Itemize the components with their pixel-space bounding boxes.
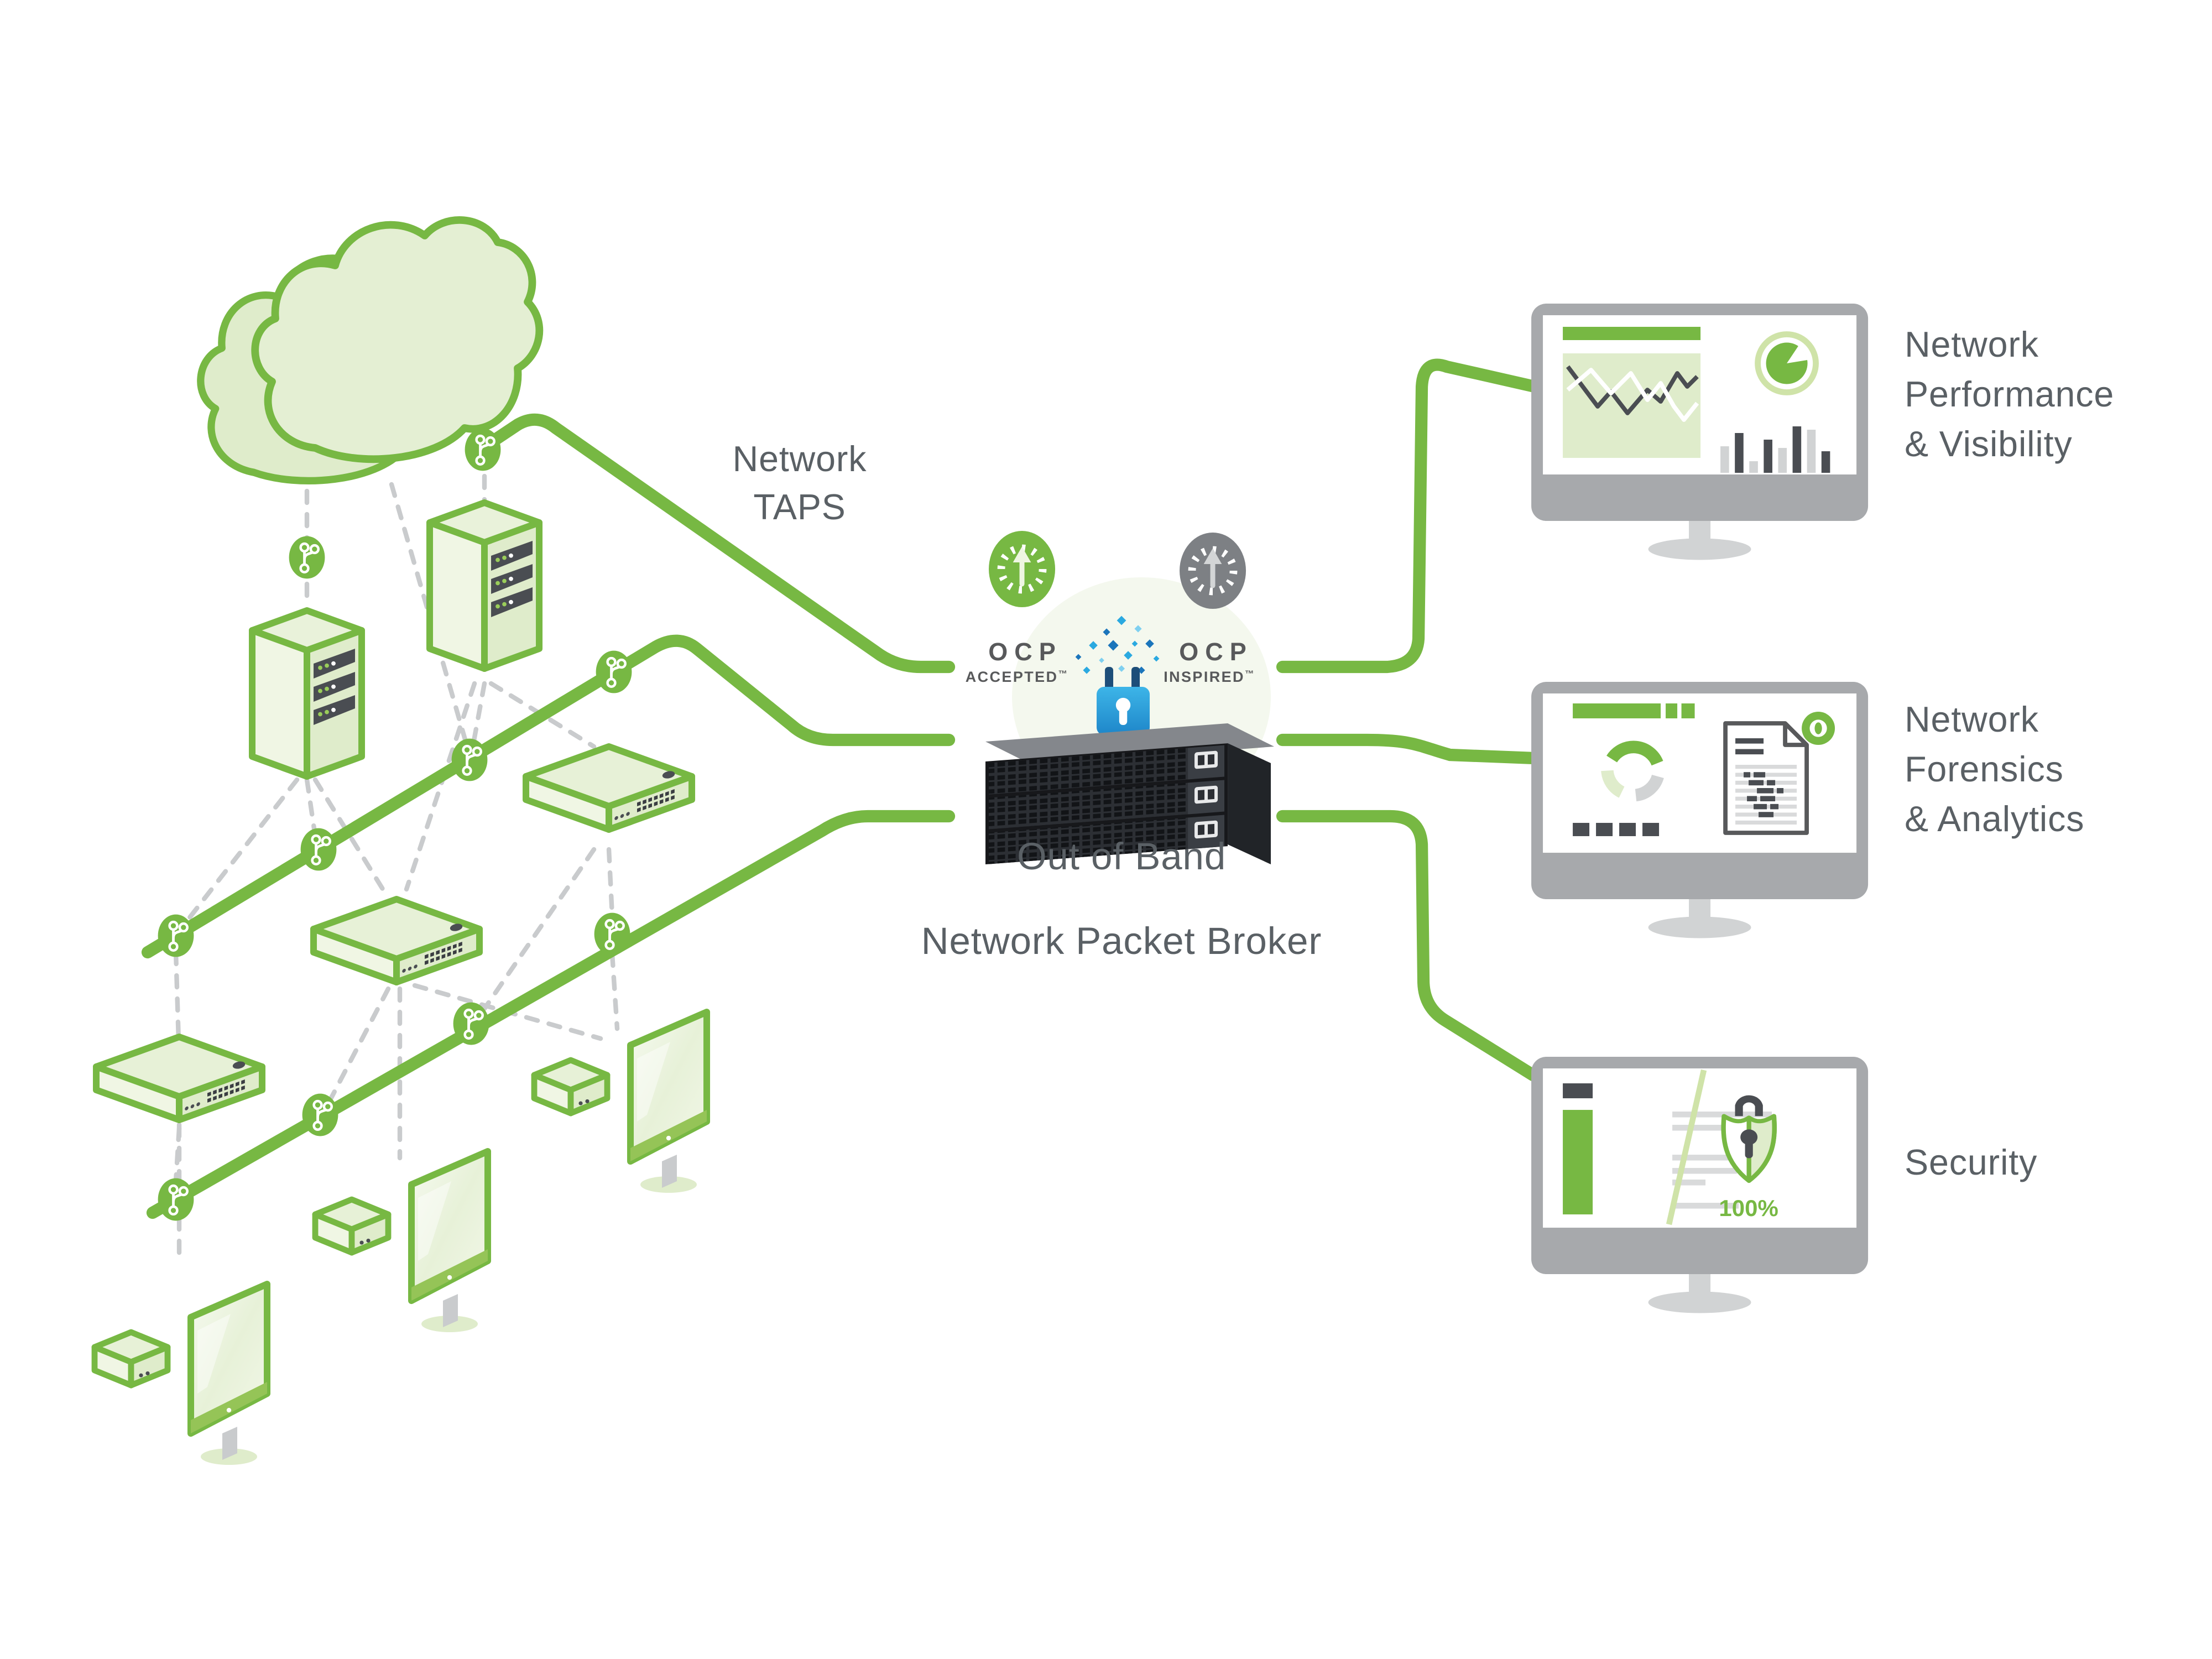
tap-line-row3-to-broker [146, 810, 956, 1219]
output-line-forensics [1276, 733, 1541, 765]
tap-icon-1 [465, 429, 501, 471]
switch-icon-1 [526, 747, 692, 830]
output-line-security [1276, 810, 1540, 1082]
shield-lock-icon [1721, 1095, 1777, 1183]
server-icon-1 [430, 503, 539, 669]
packet-broker: OCP ACCEPTED™ OCP INSPIRED™ [921, 531, 1322, 962]
bar-chart [1720, 426, 1830, 473]
broker-label-line1: Out of Band [1017, 835, 1226, 878]
status-squares [1573, 823, 1660, 837]
workstation-icon-2 [315, 1151, 488, 1332]
tap-line-cloud-to-broker [476, 413, 956, 674]
ocp-accepted-subtitle: ACCEPTED™ [966, 669, 1069, 685]
tap-icon-6 [158, 915, 194, 957]
tap-icon-4 [452, 739, 488, 781]
tap-icon-2 [289, 536, 325, 579]
broker-switch-stack [985, 723, 1275, 865]
line-chart [1563, 353, 1701, 458]
tap-icon-5 [301, 828, 337, 871]
forensics-label-line3: & Analytics [1905, 799, 2084, 839]
tap-line-row2-to-broker [141, 634, 956, 959]
ocp-accepted-title: OCP [988, 638, 1062, 666]
workstation-icon-1 [534, 1012, 707, 1193]
tap-icon-8 [453, 1003, 489, 1045]
monitor-performance [1531, 304, 1869, 560]
security-metric: 100% [1719, 1195, 1778, 1221]
zero-loss-badge-icon [1802, 712, 1835, 745]
tap-icon-10 [158, 1178, 194, 1221]
network-taps-label-line1: Network [733, 439, 867, 479]
performance-label-line3: & Visibility [1905, 424, 2073, 464]
ocp-inspired-badge: OCP INSPIRED™ [1164, 533, 1255, 685]
broker-output-lines [1276, 358, 1541, 1082]
pie-chart [1755, 331, 1819, 395]
forensics-label-line1: Network [1905, 700, 2039, 739]
switch-icon-2 [314, 899, 479, 982]
cloud-icon [197, 216, 544, 484]
tap-icon-3 [596, 651, 632, 693]
output-line-performance [1276, 358, 1541, 674]
performance-label-line2: Performance [1905, 374, 2114, 414]
workstation-icon-3 [95, 1284, 267, 1465]
dashed-mesh-links [173, 473, 620, 1257]
dashboard-header-bars [1573, 703, 1695, 719]
security-label: Security [1905, 1142, 2037, 1182]
log-document-icon [1723, 721, 1809, 835]
output-labels: Network Performance & Visibility Network… [1905, 325, 2114, 1182]
ocp-inspired-title: OCP [1179, 638, 1253, 666]
ocp-accepted-badge: OCP ACCEPTED™ [966, 531, 1069, 685]
server-icon-2 [252, 611, 362, 776]
performance-label-line1: Network [1905, 325, 2039, 364]
dashboard-header-bar [1563, 327, 1701, 341]
tap-trunk-lines [141, 413, 956, 1219]
report-text-lines [1672, 1112, 1772, 1209]
forensics-label-line2: Forensics [1905, 749, 2064, 789]
network-taps-label-line2: TAPS [753, 487, 846, 527]
divider-slash [1666, 1069, 1707, 1225]
report-header-block [1563, 1083, 1593, 1099]
monitor-forensics [1531, 682, 1869, 938]
tap-icon-9 [302, 1094, 338, 1136]
monitor-security: 100% [1531, 1057, 1869, 1313]
ocp-inspired-subtitle: INSPIRED™ [1164, 669, 1255, 685]
lock-icon [1097, 667, 1150, 735]
broker-label-line2: Network Packet Broker [921, 920, 1322, 962]
donut-chart [1601, 740, 1664, 802]
tap-icon-7 [594, 913, 630, 956]
switch-icon-3 [96, 1037, 262, 1120]
report-green-bar [1563, 1110, 1593, 1215]
